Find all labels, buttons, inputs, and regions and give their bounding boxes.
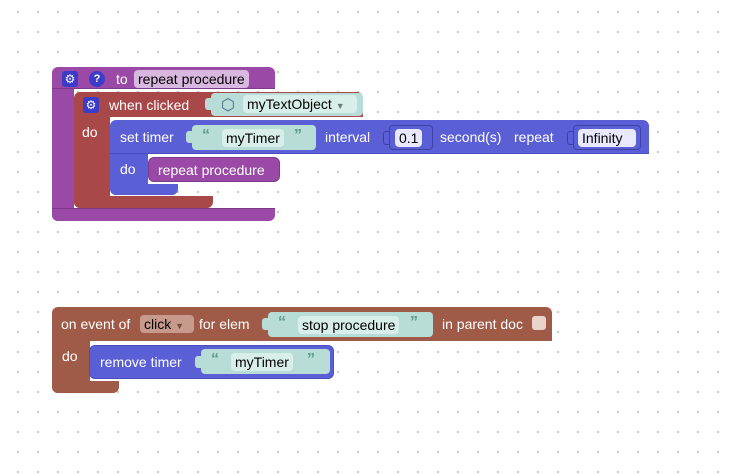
help-icon[interactable]: ? [89, 71, 105, 87]
procedure-definition-block[interactable]: ⚙ ? to repeat procedure [52, 67, 275, 221]
quote-open-icon: “ [278, 314, 286, 331]
remove-timer-name-block[interactable]: “ myTimer ” [201, 349, 330, 374]
object-dropdown-block[interactable]: ⬡ myTextObject ▼ [211, 93, 363, 116]
call-procedure-block[interactable]: repeat procedure [148, 157, 280, 182]
quote-close-icon: ” [294, 127, 302, 144]
on-event-label: on event of [61, 316, 131, 332]
object-input-socket [205, 98, 211, 110]
when-clicked-label: when clicked [109, 97, 190, 113]
when-clicked-footer-bar [74, 196, 213, 208]
elem-text-block[interactable]: “ stop procedure ” [268, 312, 433, 337]
for-elem-label: for elem [199, 316, 250, 332]
interval-label: interval [325, 129, 371, 145]
on-event-footer-bar [52, 381, 119, 393]
procedure-footer-bar [52, 208, 275, 221]
repeat-value-field[interactable]: Infinity [578, 129, 636, 147]
quote-open-icon: “ [211, 351, 219, 368]
procedure-spine [52, 89, 74, 221]
call-procedure-label: repeat procedure [158, 162, 265, 178]
set-timer-block[interactable]: set timer “ myTimer ” interval 0.1 secon… [110, 120, 649, 195]
gear-icon[interactable]: ⚙ [83, 97, 99, 113]
timer-name-field[interactable]: myTimer [222, 129, 284, 147]
chevron-down-icon: ▼ [335, 101, 345, 111]
remove-timer-block[interactable]: remove timer “ myTimer ” [89, 345, 334, 379]
procedure-name-field[interactable]: repeat procedure [134, 70, 249, 88]
remove-timer-label: remove timer [100, 354, 182, 370]
when-clicked-spine [74, 117, 110, 208]
event-name-dropdown[interactable]: click ▼ [140, 315, 194, 333]
elem-socket [262, 318, 268, 330]
quote-close-icon: ” [410, 314, 418, 331]
procedure-to-label: to [116, 71, 128, 87]
in-parent-doc-label: in parent doc [442, 316, 523, 332]
set-timer-label: set timer [120, 129, 174, 145]
quote-close-icon: ” [307, 351, 315, 368]
repeat-label: repeat [514, 129, 554, 145]
chevron-down-icon: ▼ [175, 321, 185, 331]
cube-icon: ⬡ [221, 97, 235, 114]
remove-timer-name-field[interactable]: myTimer [231, 353, 293, 371]
when-clicked-block[interactable]: ⚙ when clicked ⬡ myTextObject ▼ do [74, 92, 364, 208]
repeat-value-block[interactable]: Infinity [573, 125, 641, 150]
remove-timer-socket [195, 356, 201, 368]
on-event-block[interactable]: on event of click ▼ for elem “ stop proc… [52, 307, 552, 393]
object-name-field[interactable]: myTextObject ▼ [243, 95, 357, 113]
seconds-label: second(s) [440, 129, 502, 145]
set-timer-do-label: do [120, 161, 136, 177]
timer-name-socket [186, 131, 192, 143]
elem-name-field[interactable]: stop procedure [298, 316, 400, 334]
when-clicked-do-label: do [82, 124, 98, 140]
on-event-do-label: do [62, 348, 78, 364]
timer-name-text-block[interactable]: “ myTimer ” [192, 125, 316, 150]
interval-value-field[interactable]: 0.1 [395, 129, 423, 147]
in-parent-doc-checkbox[interactable] [532, 316, 546, 330]
gear-icon[interactable]: ⚙ [62, 71, 78, 87]
set-timer-footer-bar [110, 184, 178, 195]
quote-open-icon: “ [202, 127, 210, 144]
interval-number-block[interactable]: 0.1 [389, 125, 433, 150]
